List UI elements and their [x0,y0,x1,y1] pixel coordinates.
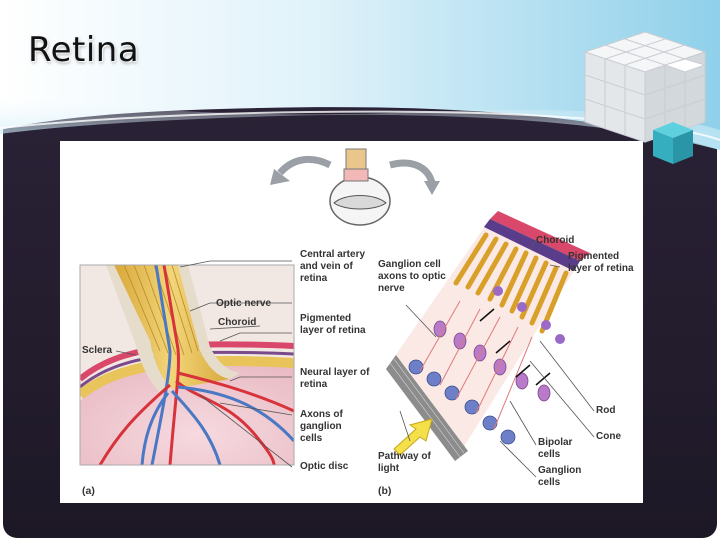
cube-logo-icon [583,31,707,164]
panel-b-art [386,211,595,478]
label-ganglion-axons: Ganglion cell axons to optic nerve [378,259,446,294]
label-cone: Cone [596,431,621,442]
label-central-artery: Central artery and vein of retina [300,249,366,284]
eye-diagram-icon [270,148,440,226]
label-sclera: Sclera [82,345,113,356]
label-optic-nerve-a: Optic nerve [216,298,272,309]
label-neural-layer: Neural layer of retina [300,367,370,390]
label-ganglion: Ganglion cells [538,465,582,488]
panel-b-label: (b) [378,485,392,497]
retina-diagram-art [79,148,595,478]
retina-figure: Central artery and vein of retina Optic … [60,141,643,503]
label-pigmented-layer-b: Pigmented layer of retina [568,251,634,274]
label-choroid-a: Choroid [218,317,257,328]
slide-title: Retina [28,30,140,70]
label-choroid-b: Choroid [536,235,575,246]
label-optic-disc: Optic disc [300,461,349,472]
label-pigmented-layer-a: Pigmented layer of retina [300,313,366,336]
label-rod: Rod [596,405,616,416]
label-pathway: Pathway of light [378,451,431,474]
panel-a-art [79,260,295,468]
arrow-icon [393,418,433,456]
label-axons: Axons of ganglion cells [300,409,343,444]
label-bipolar: Bipolar cells [538,437,573,460]
panel-a-label: (a) [82,485,95,497]
